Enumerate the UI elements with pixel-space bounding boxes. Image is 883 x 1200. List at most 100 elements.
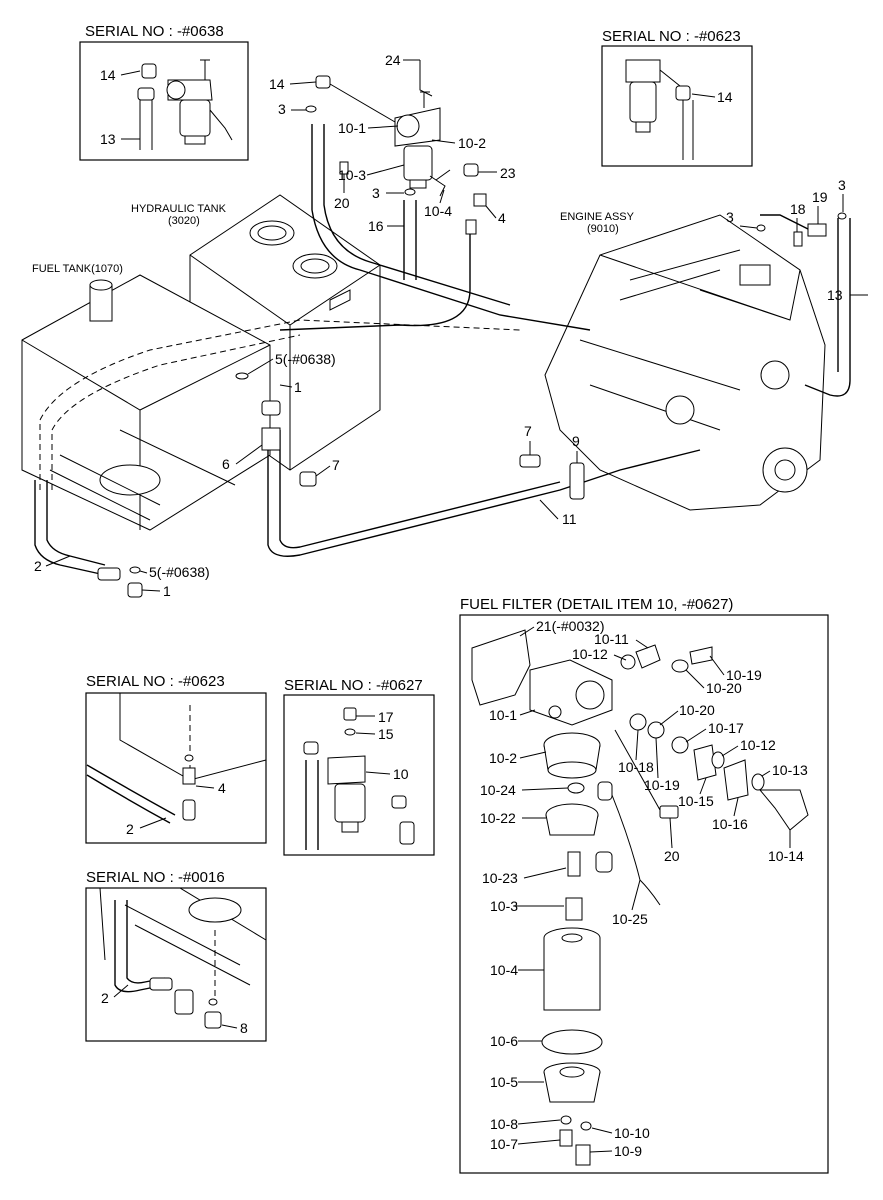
- callout-15: 15: [378, 726, 394, 742]
- pipe-dashed-fuel-line: [39, 319, 521, 490]
- callout-13: 13: [827, 287, 843, 303]
- callout-10-14: 10-14: [768, 848, 804, 864]
- callout-10-19-mid: 10-19: [644, 777, 680, 793]
- inset-box-serial-0623-bottom: [85, 692, 267, 844]
- callout-10-7: 10-7: [490, 1136, 518, 1152]
- callout-20: 20: [334, 195, 350, 211]
- callout-3-mid: 3: [372, 185, 380, 201]
- inset-box-serial-0016: [85, 887, 267, 1042]
- inset-box-serial-0623-top: [601, 45, 753, 167]
- pipe-11: [267, 430, 701, 557]
- callout-3-engine: 3: [726, 209, 734, 225]
- detail-callouts: 21(-#0032) 10-11 10-12 10-19 10-20 10-1 …: [480, 618, 808, 1159]
- callout-8: 8: [240, 1020, 248, 1036]
- callout-5-bottom: 5(-#0638): [149, 564, 210, 580]
- callout-18: 18: [790, 201, 806, 217]
- callout-10-12-right: 10-12: [740, 737, 776, 753]
- main-callouts: 24 14 3 10-1 10-2 10-3 23 3 20 10-4 4 16…: [34, 52, 868, 599]
- callout-10-20-mid: 10-20: [679, 702, 715, 718]
- callout-2-inset-0016: 2: [101, 990, 109, 1006]
- callout-10-15: 10-15: [678, 793, 714, 809]
- callout-23: 23: [500, 165, 516, 181]
- callout-3-top: 3: [278, 101, 286, 117]
- callout-20-detail: 20: [664, 848, 680, 864]
- inset-title-serial-0627: SERIAL NO : -#0627: [284, 677, 423, 694]
- callout-2: 2: [34, 558, 42, 574]
- callout-2-inset-0623: 2: [126, 821, 134, 837]
- inset-box-serial-0638: [79, 41, 249, 161]
- label-fuel-tank: FUEL TANK(1070): [32, 263, 123, 275]
- callout-10-24: 10-24: [480, 782, 516, 798]
- callout-10-3-detail: 10-3: [490, 898, 518, 914]
- inset-0623-top-filter-drawing: [625, 59, 694, 160]
- callout-14-inset-0638: 14: [100, 67, 116, 83]
- callout-10-4: 10-4: [424, 203, 452, 219]
- callout-14: 14: [269, 76, 285, 92]
- callout-10-22: 10-22: [480, 810, 516, 826]
- callout-24: 24: [385, 52, 401, 68]
- callout-10-20-top: 10-20: [706, 680, 742, 696]
- label-hydraulic-tank-code: (3020): [168, 215, 200, 227]
- callout-9: 9: [572, 433, 580, 449]
- engine-assy-drawing: [544, 214, 826, 511]
- callout-10-5: 10-5: [490, 1074, 518, 1090]
- callout-10-2-detail: 10-2: [489, 750, 517, 766]
- callout-1-top: 1: [294, 379, 302, 395]
- callout-10-23: 10-23: [482, 870, 518, 886]
- callout-10-6: 10-6: [490, 1033, 518, 1049]
- callout-19: 19: [812, 189, 828, 205]
- callout-1-bottom: 1: [163, 583, 171, 599]
- callout-10-4-detail: 10-4: [490, 962, 518, 978]
- callout-10-19-top: 10-19: [726, 667, 762, 683]
- hose-16: [403, 200, 417, 280]
- callout-7-left: 7: [332, 457, 340, 473]
- inset-title-serial-0016: SERIAL NO : -#0016: [86, 869, 225, 886]
- callout-11: 11: [562, 511, 577, 527]
- inset-title-serial-0623-bottom: SERIAL NO : -#0623: [86, 673, 225, 690]
- hose-main-right: [323, 124, 511, 306]
- callout-10-16: 10-16: [712, 816, 748, 832]
- detail-title-fuel-filter: FUEL FILTER (DETAIL ITEM 10, -#0627): [460, 596, 733, 613]
- inset-0627-filter-drawing: [303, 707, 415, 850]
- inset-0623-bottom-drawing: [86, 693, 267, 824]
- callout-3-far: 3: [838, 177, 846, 193]
- callout-10-9: 10-9: [614, 1143, 642, 1159]
- callout-10-18: 10-18: [618, 759, 654, 775]
- pipe-13-right: [804, 218, 851, 397]
- callout-10-3: 10-3: [338, 167, 366, 183]
- main-fuel-filter-drawing: [394, 91, 451, 189]
- callout-16: 16: [368, 218, 384, 234]
- hose-main-left: [311, 124, 591, 331]
- label-hydraulic-tank: HYDRAULIC TANK: [131, 203, 227, 215]
- callout-10-10: 10-10: [614, 1125, 650, 1141]
- inset-0016-drawing: [99, 887, 267, 1029]
- callout-10-25: 10-25: [612, 911, 648, 927]
- callout-17: 17: [378, 709, 394, 725]
- detail-filter-drawing: [471, 629, 809, 1166]
- callout-5-top: 5(-#0638): [275, 351, 336, 367]
- pipe-19: [760, 214, 811, 231]
- callout-21: 21(-#0032): [536, 618, 605, 634]
- inset-0638-filter-drawing: [137, 59, 233, 150]
- callout-10-1-detail: 10-1: [489, 707, 517, 723]
- label-engine-assy-code: (9010): [587, 223, 619, 235]
- inset-title-serial-0623-top: SERIAL NO : -#0623: [602, 28, 741, 45]
- callout-10-8: 10-8: [490, 1116, 518, 1132]
- fittings: [97, 60, 847, 598]
- callout-10-17: 10-17: [708, 720, 744, 736]
- detail-box-fuel-filter: [459, 614, 829, 1174]
- inset-title-serial-0638: SERIAL NO : -#0638: [85, 23, 224, 40]
- callout-7-right: 7: [524, 423, 532, 439]
- callout-14-inset-0623-top: 14: [717, 89, 733, 105]
- callout-10-1: 10-1: [338, 120, 366, 136]
- callout-10-11: 10-11: [594, 631, 629, 647]
- callout-10-12-top: 10-12: [572, 646, 608, 662]
- callout-10-inset: 10: [393, 766, 409, 782]
- callout-4: 4: [498, 210, 506, 226]
- callout-10-2: 10-2: [458, 135, 486, 151]
- callout-6: 6: [222, 456, 230, 472]
- inset-box-serial-0627: [283, 694, 435, 856]
- label-engine-assy: ENGINE ASSY: [560, 211, 635, 223]
